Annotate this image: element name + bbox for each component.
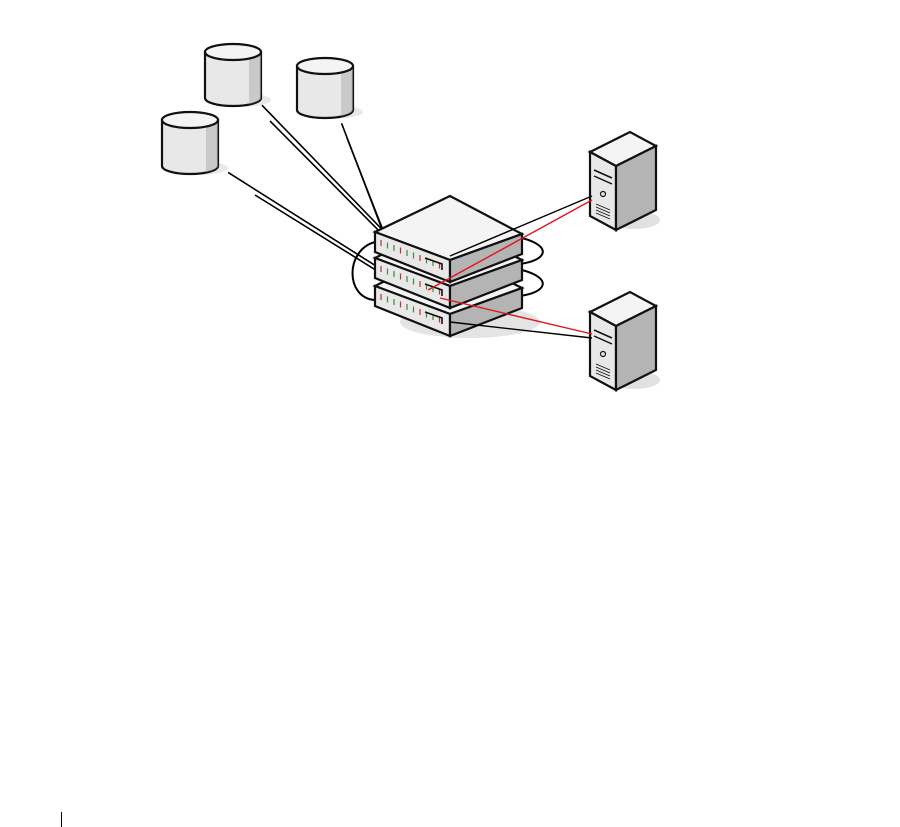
storage-disk-1 xyxy=(205,44,271,107)
storage-cables xyxy=(218,98,400,282)
server-2 xyxy=(590,292,660,390)
page-margin-marker xyxy=(61,812,62,827)
storage-disk-3 xyxy=(162,112,228,175)
stack-cable-right-bottom xyxy=(520,270,543,296)
server-1 xyxy=(590,132,660,230)
storage-cable-3 xyxy=(218,166,395,278)
storage-disk-2 xyxy=(297,58,363,119)
storage-group xyxy=(162,44,363,175)
storage-cable-1 xyxy=(255,98,400,248)
stack-cable-left xyxy=(353,242,376,300)
switch-stack xyxy=(353,196,543,338)
